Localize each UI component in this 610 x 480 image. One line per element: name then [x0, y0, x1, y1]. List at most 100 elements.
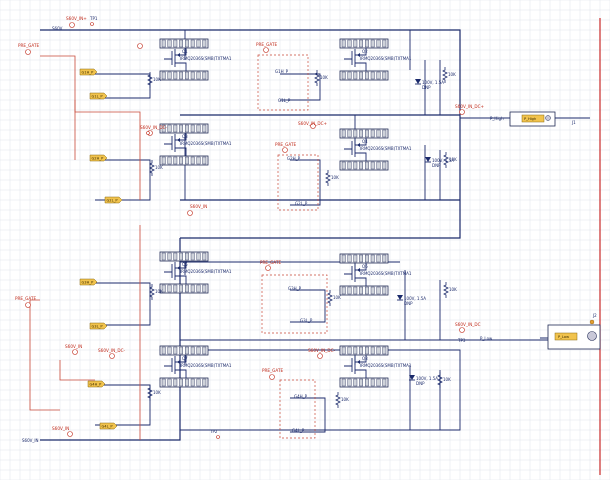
diode-dnp-1: DNP: [422, 85, 431, 90]
resistor-11[interactable]: 10K: [443, 282, 457, 298]
p-low-connector-label: P_Low: [558, 335, 569, 339]
mosfet-part-1: IRMQ2036S(SMB)TXTMA1: [180, 56, 232, 61]
net-label-gate-5: PRE_GATE: [260, 260, 282, 265]
net-label-v-in-dc: S60V_IN_DC: [455, 322, 481, 327]
net-label-p-low: P_Low: [480, 336, 493, 341]
net-label-v-dc-minus-2: S60V_IN_DC-: [98, 348, 126, 353]
resistor-8[interactable]: 10K: [335, 392, 349, 408]
diode-spec-1: 100V, 1.5A: [422, 80, 444, 85]
net-label-v-in-minus-4: S60V_IN: [22, 438, 39, 443]
gate-tag-label-4: G2L_P: [107, 198, 119, 202]
mosfet-3[interactable]: [159, 123, 209, 166]
diode-dnp-2: DNP: [432, 163, 441, 168]
resistor-value-11: 10K: [449, 287, 457, 292]
resistor-value-10: 10K: [449, 157, 457, 162]
net-label-v-in-minus-1: S60V_IN: [190, 204, 207, 209]
gate-tag-4[interactable]: G2L_P: [104, 196, 123, 204]
resistor-9[interactable]: 10K: [442, 67, 456, 83]
resistor-value-1: 10K: [153, 77, 161, 82]
resistor-6[interactable]: 10K: [327, 290, 341, 306]
resistor-2[interactable]: 10K: [314, 70, 328, 86]
net-markers: [25, 22, 465, 439]
connector-p-low[interactable]: P_Low J2: [547, 313, 601, 350]
mosfet-8[interactable]: [339, 345, 389, 388]
mosfet-4[interactable]: [339, 128, 389, 171]
resistor-3[interactable]: 10K: [149, 160, 163, 176]
resistor-5[interactable]: 10K: [149, 284, 163, 300]
gate-tag-label-1: G1H_P: [82, 70, 95, 74]
net-label-s60v: S60V: [52, 26, 63, 31]
net-label-v-in-plus: S60V_IN+: [66, 16, 87, 21]
diode-dnp-4: DNP: [416, 381, 425, 386]
gate-drive-boxes: [257, 54, 328, 439]
net-label-v-dc-minus-1: S60V_IN_DC-: [140, 125, 168, 130]
testpoint-tp2: TP2: [209, 429, 218, 434]
j1-ref: J1: [571, 120, 576, 125]
gate-tag-label-7: G4H_P: [90, 382, 103, 386]
resistor-4[interactable]: 10K: [325, 170, 339, 186]
net-labels: S60V_IN+ S60V TP1 PRE_GATE PRE_GATE S60V…: [15, 16, 504, 443]
resistor-value-3: 10K: [155, 165, 163, 170]
net-label-v-in-minus-2: S60V_IN: [65, 344, 82, 349]
gate-inner-label-1: G1H_P: [275, 69, 289, 74]
gate-tag-label-3: G2H_P: [92, 156, 105, 160]
gate-tag-7[interactable]: G4H_P: [87, 380, 106, 388]
net-label-gate-4: PRE_GATE: [15, 296, 37, 301]
gate-tag-label-8: G4L_P: [102, 424, 114, 428]
gate-inner-label-7: G4H_P: [294, 394, 308, 399]
gate-tag-6[interactable]: G3L_P: [89, 322, 108, 330]
testpoint-tp3: TP3: [457, 338, 466, 343]
mosfet-part-2: IRMQ2036S(SMB)TXTMA1: [360, 56, 412, 61]
resistor-1[interactable]: 10K: [147, 72, 161, 88]
j2-ref: J2: [592, 313, 597, 318]
net-label-v-dc-minus-3: S60V_IN_DC-: [308, 348, 336, 353]
resistor-value-9: 10K: [448, 72, 456, 77]
resistor-10[interactable]: 10K: [443, 152, 457, 168]
mosfet-1[interactable]: [159, 38, 209, 81]
gate-tag-label-6: G3L_P: [92, 324, 104, 328]
mosfet-5[interactable]: [159, 251, 209, 294]
resistor-12[interactable]: 10K: [437, 372, 451, 388]
net-label-v-dc-plus-2: S60V_IN_DC+: [455, 104, 485, 109]
gate-signal-tags: G1H_P G1L_P G2H_P G2L_P G3H_P G3L_P G4H_P G4L_P: [79, 68, 123, 430]
net-label-gate-2: PRE_GATE: [256, 42, 278, 47]
gate-inner-label-2: G1L_P: [278, 98, 291, 103]
gate-tag-2[interactable]: G1L_P: [89, 92, 108, 100]
gate-tag-1[interactable]: G1H_P: [79, 68, 98, 76]
mosfet-ref-7: Q7: [182, 356, 188, 361]
gate-inner-label-4: G2L_P: [295, 201, 308, 206]
p-high-connector-label: P_High: [524, 117, 536, 121]
resistor-value-8: 10K: [341, 397, 349, 402]
net-label-p-high: P_High: [490, 116, 504, 121]
net-label-v-dc-plus-1: S60V_IN_DC+: [298, 121, 328, 126]
mosfet-7[interactable]: [159, 345, 209, 388]
gate-tag-label-2: G1L_P: [92, 94, 104, 98]
resistor-value-4: 10K: [331, 175, 339, 180]
net-label-gate-1: PRE_GATE: [18, 43, 40, 48]
resistor-value-12: 10K: [443, 377, 451, 382]
mosfet-part-5: IRMQ2036S(SMB)TXTMA1: [180, 269, 232, 274]
mosfet-ref-5: Q5: [182, 262, 188, 267]
mosfet-part-8: IRMQ2036S(SMB)TXTMA1: [360, 363, 412, 368]
diode-spec-3: 100V, 1.5A: [404, 296, 426, 301]
gate-tag-8[interactable]: G4L_P: [99, 422, 118, 430]
resistor-7[interactable]: 10K: [147, 385, 161, 401]
resistor-value-7: 10K: [153, 390, 161, 395]
mosfet-2[interactable]: [339, 38, 389, 81]
gate-tag-5[interactable]: G3H_P: [79, 278, 98, 286]
connector-p-high[interactable]: P_High J1: [509, 111, 576, 127]
mosfet-6[interactable]: [339, 253, 389, 296]
mosfet-ref-4: Q4: [362, 139, 368, 144]
gate-inner-label-8: G4L_P: [292, 428, 305, 433]
mosfet-part-4: IRMQ2036S(SMB)TXTMA1: [360, 146, 412, 151]
gate-tag-3[interactable]: G2H_P: [89, 154, 108, 162]
resistor-value-6: 10K: [333, 295, 341, 300]
gate-tag-label-5: G3H_P: [82, 280, 95, 284]
